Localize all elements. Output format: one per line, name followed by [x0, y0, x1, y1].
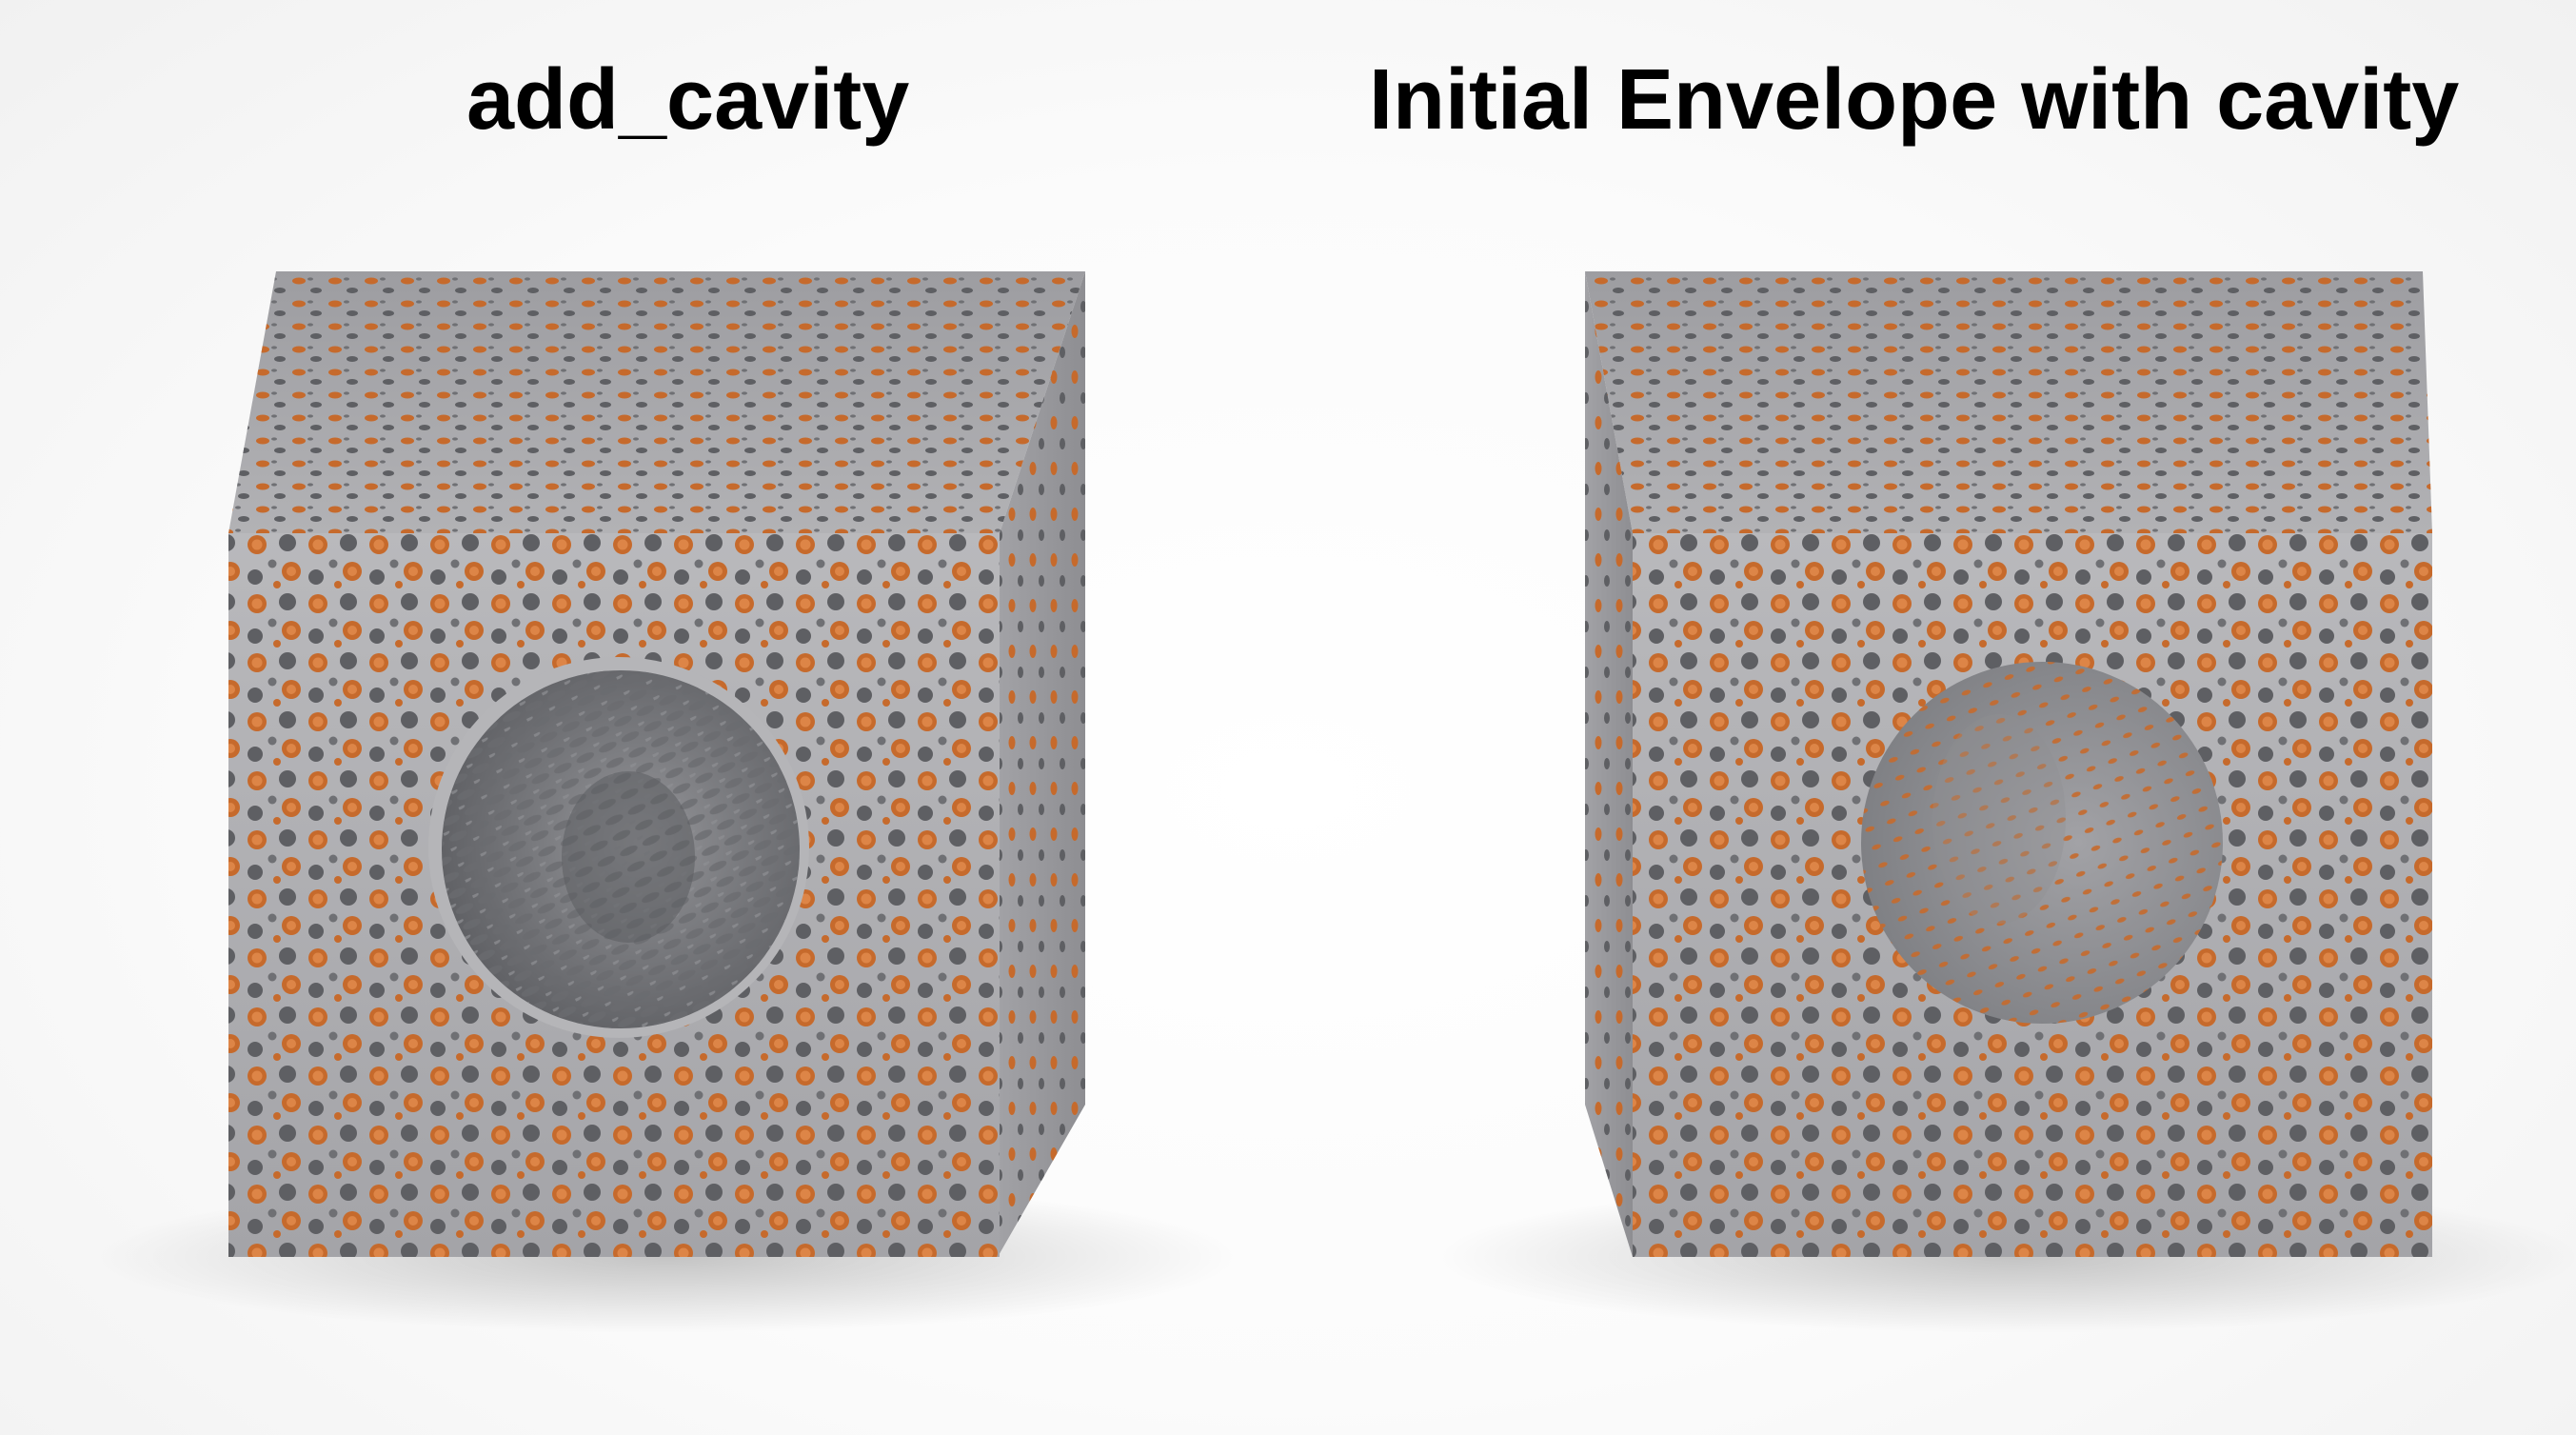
right-porous-block: [1585, 271, 2432, 1257]
initial-envelope-with-cavity-title: Initial Envelope with cavity: [1369, 52, 2460, 148]
right-envelope-cavity: [1861, 662, 2223, 1024]
left-porous-block: [228, 271, 1085, 1257]
left-tunnel-cavity: [428, 657, 809, 1038]
add-cavity-title: add_cavity: [466, 52, 910, 148]
